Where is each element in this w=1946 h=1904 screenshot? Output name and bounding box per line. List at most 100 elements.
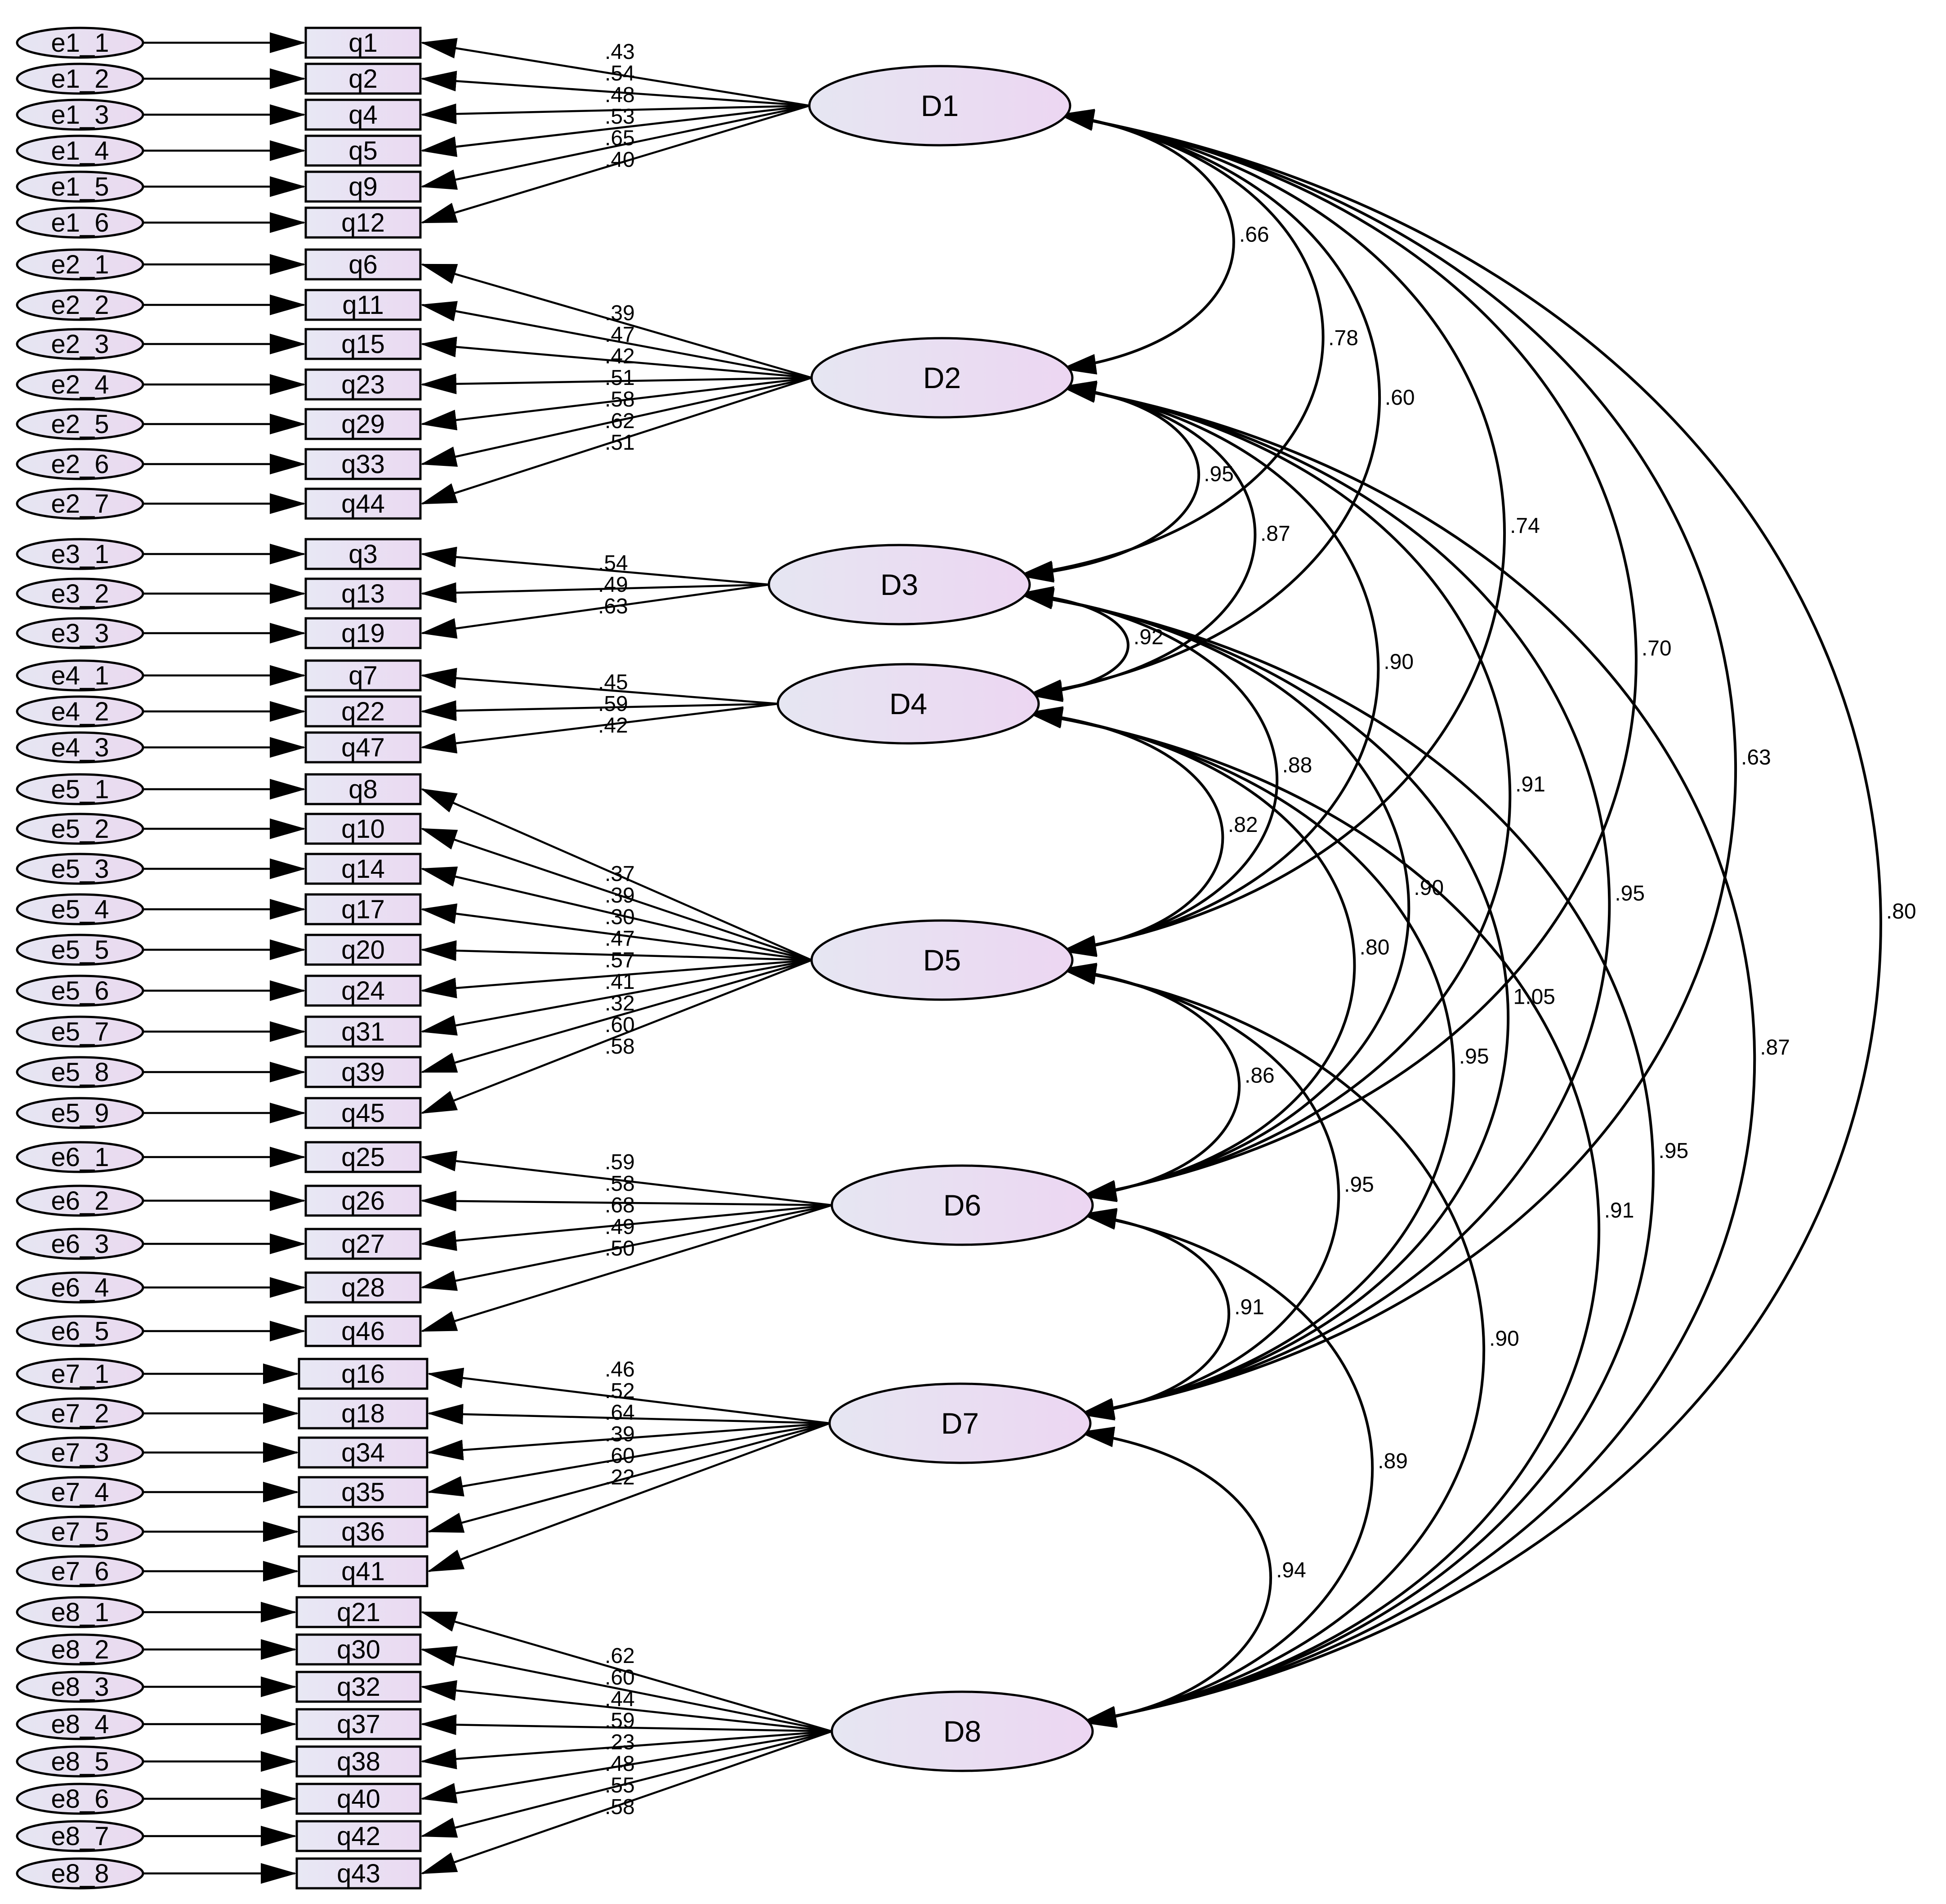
loading-path <box>427 1422 830 1533</box>
error-term: e2_5 <box>16 408 144 440</box>
item-box: q10 <box>304 813 422 845</box>
correlation-arc <box>1060 382 1380 956</box>
item-label: q14 <box>341 854 385 884</box>
loading-coefficient: .39 <box>605 301 635 325</box>
error-term-label: e3_3 <box>51 619 109 648</box>
loading-path <box>420 959 812 998</box>
loading-path <box>420 263 812 379</box>
error-term-label: e5_5 <box>51 935 109 965</box>
loading-path <box>420 1190 832 1211</box>
item-box: q6 <box>304 248 422 281</box>
error-term: e8_4 <box>16 1708 144 1740</box>
item-box: q29 <box>304 408 422 440</box>
error-term: e5_1 <box>16 773 144 805</box>
correlation-arc <box>1060 964 1340 1420</box>
correlation-arc <box>1060 382 1756 1727</box>
loading-path <box>420 104 810 157</box>
loading-path <box>420 940 812 961</box>
error-term: e1_3 <box>16 98 144 131</box>
item-label: q43 <box>337 1859 380 1888</box>
error-term-label: e8_1 <box>51 1598 109 1627</box>
error-term: e1_2 <box>16 63 144 95</box>
loading-coefficient: .68 <box>605 1193 635 1217</box>
error-term: e8_6 <box>16 1783 144 1815</box>
item-box: q46 <box>304 1315 422 1347</box>
item-box: q7 <box>304 659 422 692</box>
item-label: q19 <box>341 619 385 648</box>
error-term-label: e8_5 <box>51 1747 109 1776</box>
error-term-label: e1_5 <box>51 172 109 201</box>
item-label: q7 <box>348 661 378 690</box>
error-term: e7_3 <box>16 1436 144 1469</box>
loading-coefficient: .46 <box>605 1358 635 1381</box>
loading-coefficient: .30 <box>605 905 635 929</box>
error-term: e8_1 <box>16 1596 144 1628</box>
correlation-arc <box>1060 382 1611 1419</box>
correlation-value: .94 <box>1276 1559 1306 1582</box>
error-term-label: e6_4 <box>51 1273 109 1302</box>
error-term-label: e5_6 <box>51 976 109 1006</box>
loading-path <box>420 103 810 125</box>
error-term-label: e8_6 <box>51 1784 109 1814</box>
loading-path <box>420 1204 832 1251</box>
loading-path <box>420 827 812 961</box>
factor-d1: D1 <box>808 65 1071 147</box>
loading-path <box>420 104 810 224</box>
error-term: e2_6 <box>16 448 144 480</box>
item-label: q9 <box>348 172 378 201</box>
item-box: q30 <box>295 1633 422 1666</box>
item-label: q24 <box>341 976 385 1006</box>
item-box: q28 <box>304 1271 422 1304</box>
correlation-value: .91 <box>1234 1296 1264 1319</box>
loading-coefficient: .51 <box>605 366 635 390</box>
loading-path <box>420 1730 832 1804</box>
correlation-arc <box>1058 109 1235 375</box>
loading-path <box>420 959 812 1114</box>
factor-label: D1 <box>921 89 959 122</box>
item-box: q47 <box>304 731 422 764</box>
loading-path <box>420 1646 832 1733</box>
error-term: e4_1 <box>16 659 144 692</box>
loading-coefficient: .53 <box>605 105 635 129</box>
correlation-arc <box>1026 110 1381 700</box>
loading-coefficient: .43 <box>605 40 635 64</box>
correlation-arc <box>1058 110 1882 1727</box>
error-term: e6_2 <box>16 1184 144 1217</box>
error-term: e8_7 <box>16 1820 144 1852</box>
correlation-arc <box>1058 110 1737 1419</box>
error-term: e1_5 <box>16 170 144 203</box>
error-term-label: e7_1 <box>51 1359 109 1389</box>
error-term-label: e4_2 <box>51 697 109 726</box>
loading-coefficient: .52 <box>605 1379 635 1403</box>
loading-coefficient: .49 <box>598 573 628 597</box>
error-term: e5_3 <box>16 853 144 885</box>
factor-d2: D2 <box>810 337 1074 419</box>
loading-coefficient: .60 <box>605 1444 635 1468</box>
item-label: q3 <box>348 540 378 569</box>
factor-d8: D8 <box>830 1690 1094 1772</box>
correlation-value: .95 <box>1658 1139 1688 1163</box>
error-term: e2_3 <box>16 328 144 360</box>
error-term-label: e7_3 <box>51 1438 109 1467</box>
loading-path <box>420 1204 832 1291</box>
correlation-arc <box>1026 706 1224 957</box>
item-box: q26 <box>304 1184 422 1217</box>
error-term: e3_1 <box>16 538 144 570</box>
loading-coefficient: .45 <box>598 670 628 694</box>
item-box: q32 <box>295 1671 422 1703</box>
loading-path <box>420 1730 832 1770</box>
error-term: e8_8 <box>16 1857 144 1890</box>
factor-label: D2 <box>923 361 961 394</box>
error-term-label: e7_6 <box>51 1557 109 1586</box>
item-label: q22 <box>341 697 385 726</box>
correlation-value: .74 <box>1510 514 1540 538</box>
loading-coefficient: .37 <box>605 862 635 886</box>
error-term: e3_2 <box>16 577 144 610</box>
loading-path <box>427 1422 830 1461</box>
error-term-label: e8_7 <box>51 1822 109 1851</box>
item-box: q34 <box>298 1436 428 1469</box>
error-term: e2_1 <box>16 248 144 281</box>
item-label: q38 <box>337 1747 380 1776</box>
